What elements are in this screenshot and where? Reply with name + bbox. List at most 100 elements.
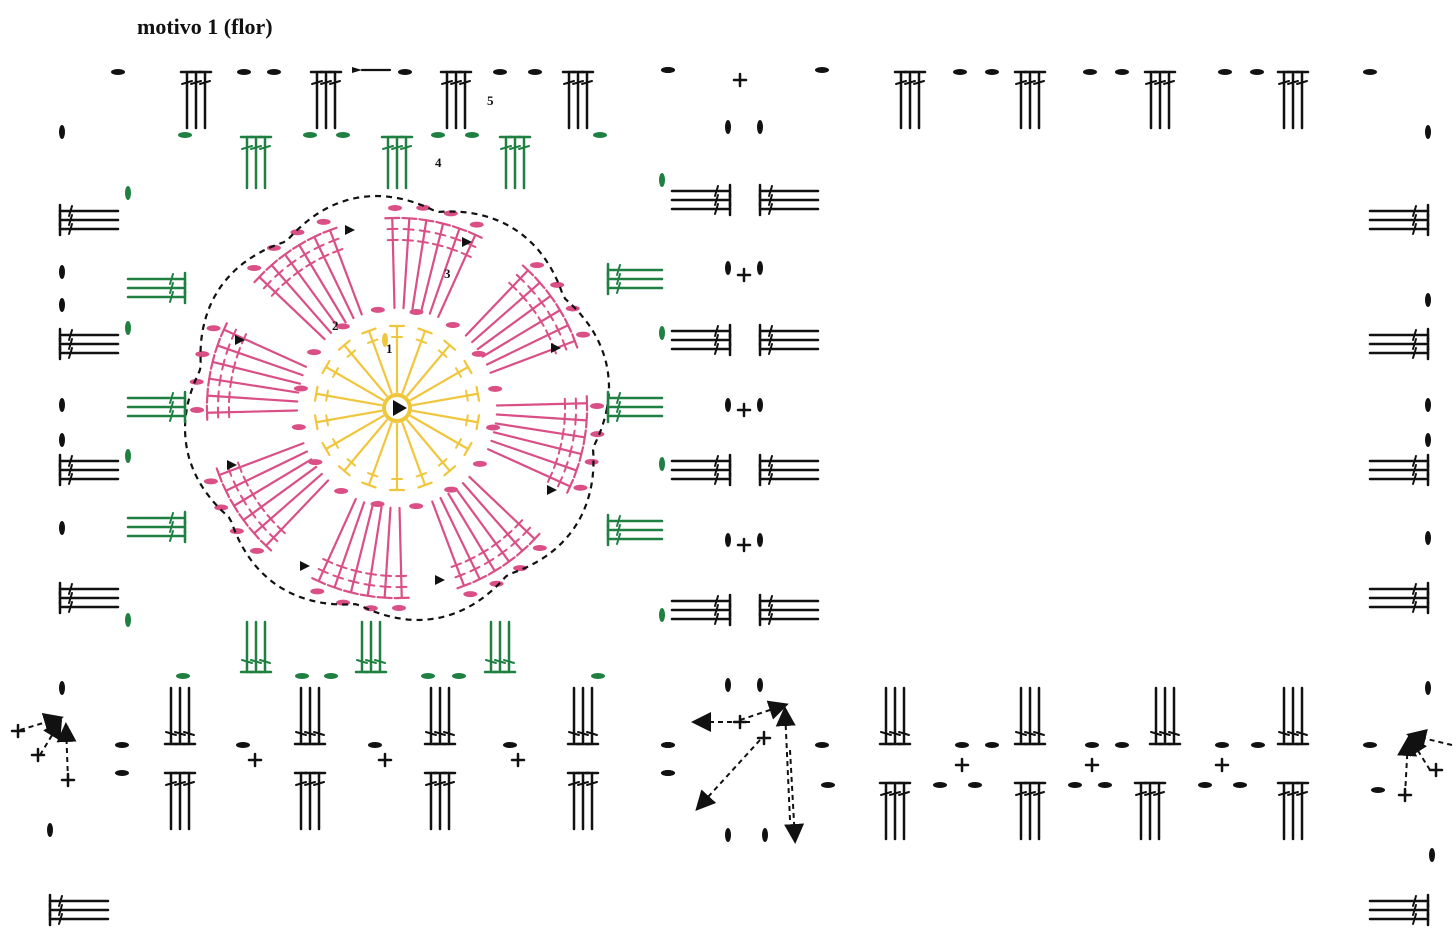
double-crochet-stitch bbox=[315, 387, 381, 405]
stitch-post bbox=[497, 403, 587, 405]
chain-stitch bbox=[1251, 742, 1265, 748]
single-crochet-stitch bbox=[738, 539, 750, 551]
dc-cluster bbox=[165, 773, 195, 829]
chain-stitch bbox=[431, 132, 445, 138]
chain-stitch bbox=[661, 742, 675, 748]
double-crochet-stitch bbox=[1370, 223, 1428, 235]
join-arrow bbox=[698, 740, 760, 808]
stitch-tick bbox=[559, 444, 561, 454]
chain-stitch bbox=[371, 307, 385, 313]
double-crochet-stitch bbox=[259, 137, 271, 188]
chain-stitch bbox=[530, 262, 544, 268]
stitch-post bbox=[207, 396, 297, 402]
chain-stitch bbox=[463, 591, 477, 597]
chain-stitch bbox=[292, 424, 306, 430]
double-crochet-stitch bbox=[880, 783, 892, 839]
double-crochet-stitch bbox=[672, 613, 730, 625]
chain-stitch bbox=[125, 321, 131, 335]
stitch-top bbox=[503, 557, 514, 565]
double-crochet-stitch bbox=[412, 219, 433, 309]
dc-cluster bbox=[382, 137, 412, 188]
chain-stitch bbox=[409, 309, 423, 315]
double-crochet-stitch bbox=[880, 688, 892, 744]
double-crochet-stitch bbox=[895, 72, 907, 128]
dc-cluster bbox=[672, 325, 730, 355]
stitch-top bbox=[239, 514, 247, 525]
chain-stitch bbox=[659, 326, 665, 340]
chain-stitch bbox=[725, 261, 731, 275]
double-crochet-stitch bbox=[1145, 72, 1157, 128]
stitch-top bbox=[402, 218, 416, 219]
stitch-tick bbox=[380, 586, 390, 587]
double-crochet-stitch bbox=[391, 137, 403, 188]
double-crochet-stitch bbox=[1015, 72, 1027, 128]
double-crochet-stitch bbox=[390, 326, 404, 392]
dc-cluster bbox=[128, 392, 185, 422]
stitch-post bbox=[344, 345, 386, 396]
double-crochet-stitch bbox=[361, 507, 382, 597]
double-crochet-stitch bbox=[311, 72, 323, 128]
double-crochet-stitch bbox=[491, 334, 578, 372]
chain-stitch bbox=[757, 120, 763, 134]
double-crochet-stitch bbox=[509, 137, 521, 188]
double-crochet-stitch bbox=[1150, 688, 1162, 744]
join-arrow bbox=[1410, 735, 1452, 745]
chain-stitch bbox=[388, 205, 402, 211]
dc-cluster bbox=[425, 688, 455, 744]
single-crochet-stitch bbox=[1430, 764, 1442, 776]
chain-stitch bbox=[465, 132, 479, 138]
stitch-tick bbox=[222, 360, 224, 370]
double-crochet-stitch bbox=[432, 502, 470, 589]
stitch-tick bbox=[404, 229, 414, 230]
join-arrow bbox=[740, 705, 785, 720]
chain-stitch bbox=[725, 533, 731, 547]
chain-stitch bbox=[725, 398, 731, 412]
dc-cluster bbox=[568, 773, 598, 829]
join-arrow bbox=[1405, 740, 1408, 795]
chain-stitch bbox=[444, 487, 458, 493]
double-crochet-stitch bbox=[608, 392, 662, 404]
double-crochet-stitch bbox=[760, 325, 818, 337]
double-crochet-stitch bbox=[563, 72, 575, 128]
chain-stitch bbox=[59, 681, 65, 695]
stitch-tick bbox=[366, 573, 376, 575]
double-crochet-stitch bbox=[395, 508, 409, 598]
double-crochet-stitch bbox=[760, 595, 818, 607]
stitch-tick bbox=[418, 241, 428, 243]
chain-stitch bbox=[336, 132, 350, 138]
chain-stitch bbox=[955, 742, 969, 748]
double-crochet-stitch bbox=[568, 773, 580, 829]
stitch-top bbox=[465, 443, 472, 455]
stitch-post bbox=[266, 480, 328, 545]
round-number-2: 2 bbox=[332, 318, 339, 333]
single-crochet-stitch bbox=[1086, 759, 1098, 771]
chain-stitch bbox=[125, 449, 131, 463]
dc-cluster bbox=[1370, 205, 1428, 235]
direction-arrows bbox=[12, 705, 1452, 840]
single-crochet-stitch bbox=[1216, 759, 1228, 771]
chain-stitch bbox=[573, 485, 587, 491]
chain-stitch bbox=[725, 120, 731, 134]
double-crochet-stitch bbox=[295, 688, 307, 744]
chain-stitch bbox=[204, 478, 218, 484]
round-5-border bbox=[47, 67, 675, 925]
double-crochet-stitch bbox=[672, 185, 730, 197]
stitch-tick bbox=[326, 415, 328, 425]
double-crochet-stitch bbox=[255, 272, 325, 339]
chain-stitch bbox=[324, 673, 338, 679]
flower-motif bbox=[185, 196, 609, 620]
chain-stitch bbox=[661, 770, 675, 776]
dc-cluster bbox=[241, 137, 271, 188]
stitch-post bbox=[497, 414, 587, 420]
chain-stitch bbox=[757, 678, 763, 692]
double-crochet-stitch bbox=[128, 273, 185, 285]
double-crochet-stitch bbox=[365, 622, 377, 672]
double-crochet-stitch bbox=[261, 480, 328, 550]
motif-2-outline bbox=[880, 69, 1442, 925]
chain-stitch bbox=[1068, 782, 1082, 788]
double-crochet-stitch bbox=[400, 137, 412, 188]
double-crochet-stitch bbox=[295, 773, 307, 829]
chain-stitch bbox=[593, 132, 607, 138]
dc-cluster bbox=[60, 583, 118, 613]
direction-arrow-icon bbox=[352, 67, 362, 73]
